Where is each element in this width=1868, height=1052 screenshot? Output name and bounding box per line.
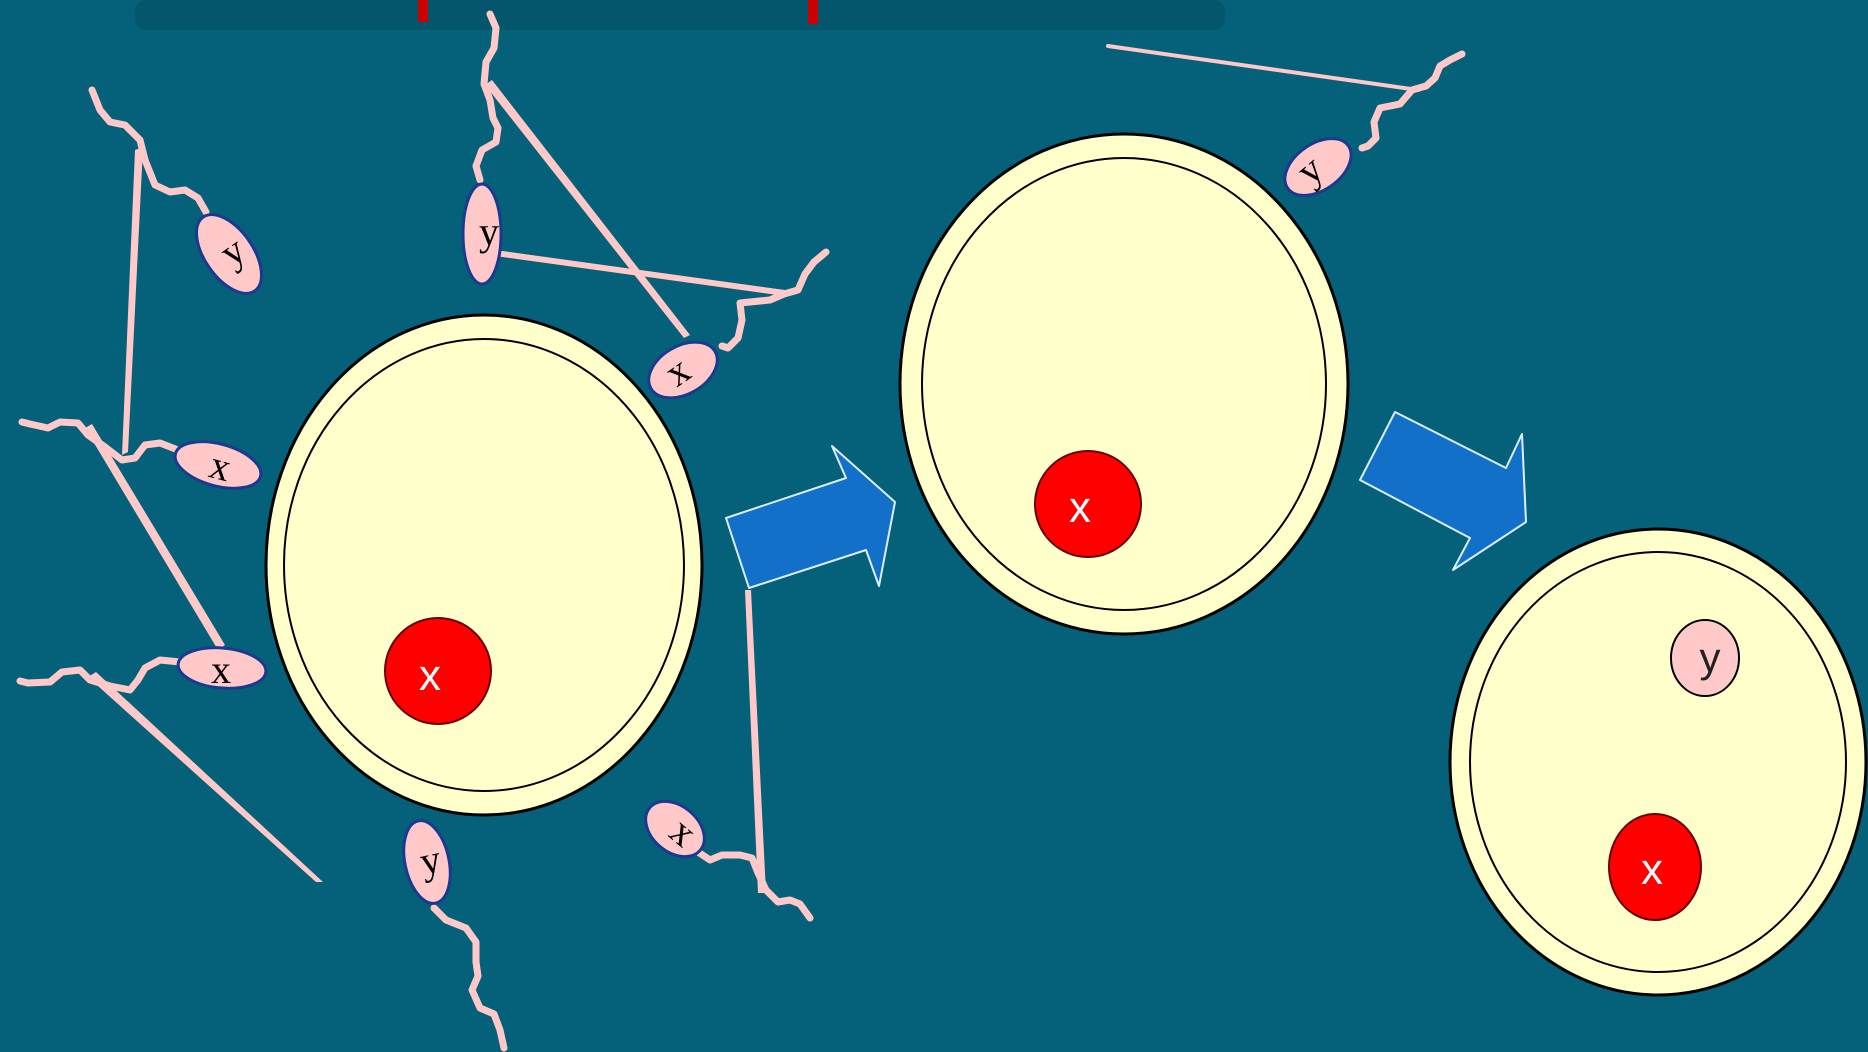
sperm-head-x-1: x (170, 433, 266, 496)
nucleus-label: x (1641, 845, 1663, 894)
title-remnant (135, 0, 1225, 30)
sperm-nucleus-label: y (1700, 634, 1721, 681)
sperm-head-y-2: y (463, 184, 501, 284)
egg-cell-2 (900, 134, 1348, 634)
sperm-head-y-1: y (184, 203, 275, 304)
nucleus-label: x (419, 651, 441, 700)
sperm-head-x-3: x (639, 331, 727, 410)
sperm-nucleus-y: y (1671, 620, 1739, 696)
sperm-head-x-2: x (176, 644, 267, 692)
sperm-head-y-3: y (397, 816, 458, 907)
sperm-label: y (479, 209, 499, 254)
egg-cell-3 (1450, 529, 1866, 995)
nucleus-1: x (385, 618, 491, 724)
sperm-head-y-4: y (1274, 127, 1361, 207)
arrow-down-right-2 (1360, 412, 1526, 570)
nucleus-label: x (1069, 483, 1091, 532)
stage-2-egg-single-sperm: x y (900, 46, 1418, 634)
sperm-label: x (211, 647, 231, 692)
stage-3-fertilized-egg: y x (1450, 529, 1866, 995)
egg-cell-1 (266, 315, 702, 815)
nucleus-3: x (1609, 814, 1701, 920)
nucleus-2: x (1035, 451, 1141, 557)
arrow-right-1 (726, 446, 895, 588)
